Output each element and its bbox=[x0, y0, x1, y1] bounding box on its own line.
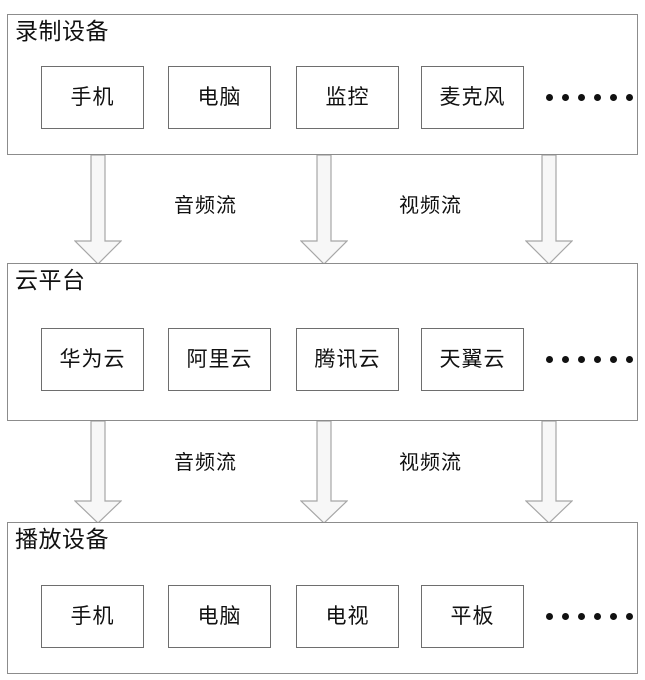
ellipsis-playback bbox=[546, 613, 633, 620]
flow-label-audio-stream-bottom: 音频流 bbox=[174, 452, 237, 474]
device-box-playback-2[interactable]: 电脑 bbox=[168, 585, 271, 648]
cloud-box-3[interactable]: 腾讯云 bbox=[296, 328, 399, 391]
ellipsis-dot bbox=[546, 94, 553, 101]
device-box-recording-4[interactable]: 麦克风 bbox=[421, 66, 524, 129]
ellipsis-dot bbox=[610, 94, 617, 101]
down-arrow-icon bbox=[74, 421, 122, 524]
ellipsis-dot bbox=[578, 94, 585, 101]
ellipsis-dot bbox=[610, 613, 617, 620]
layer-title-playback-devices: 播放设备 bbox=[15, 527, 109, 552]
ellipsis-dot bbox=[594, 356, 601, 363]
ellipsis-dot bbox=[562, 613, 569, 620]
ellipsis-dot bbox=[594, 613, 601, 620]
ellipsis-dot bbox=[546, 613, 553, 620]
ellipsis-dot bbox=[610, 356, 617, 363]
down-arrow-icon bbox=[300, 155, 348, 265]
layer-playback-devices: 播放设备 手机 电脑 电视 平板 bbox=[7, 522, 638, 674]
ellipsis-dot bbox=[578, 613, 585, 620]
ellipsis-dot bbox=[562, 94, 569, 101]
layer-recording-devices: 录制设备 手机 电脑 监控 麦克风 bbox=[7, 14, 638, 155]
cloud-box-1[interactable]: 华为云 bbox=[41, 328, 144, 391]
layer-title-recording-devices: 录制设备 bbox=[15, 19, 109, 44]
flow-label-video-stream-bottom: 视频流 bbox=[399, 452, 462, 474]
down-arrow-icon bbox=[74, 155, 122, 265]
cloud-box-2[interactable]: 阿里云 bbox=[168, 328, 271, 391]
ellipsis-recording bbox=[546, 94, 633, 101]
layer-title-cloud-platform: 云平台 bbox=[15, 268, 86, 293]
down-arrow-icon bbox=[300, 421, 348, 524]
flow-label-audio-stream-top: 音频流 bbox=[174, 195, 237, 217]
ellipsis-cloud bbox=[546, 356, 633, 363]
flow-label-video-stream-top: 视频流 bbox=[399, 195, 462, 217]
device-box-playback-3[interactable]: 电视 bbox=[296, 585, 399, 648]
cloud-box-4[interactable]: 天翼云 bbox=[421, 328, 524, 391]
ellipsis-dot bbox=[626, 94, 633, 101]
ellipsis-dot bbox=[578, 356, 585, 363]
device-box-recording-2[interactable]: 电脑 bbox=[168, 66, 271, 129]
ellipsis-dot bbox=[594, 94, 601, 101]
ellipsis-dot bbox=[546, 356, 553, 363]
device-box-recording-3[interactable]: 监控 bbox=[296, 66, 399, 129]
ellipsis-dot bbox=[626, 356, 633, 363]
down-arrow-icon bbox=[525, 155, 573, 265]
device-box-playback-4[interactable]: 平板 bbox=[421, 585, 524, 648]
device-list-recording: 手机 电脑 监控 麦克风 bbox=[8, 15, 637, 154]
ellipsis-dot bbox=[626, 613, 633, 620]
device-list-cloud: 华为云 阿里云 腾讯云 天翼云 bbox=[8, 264, 637, 420]
device-list-playback: 手机 电脑 电视 平板 bbox=[8, 523, 637, 673]
device-box-recording-1[interactable]: 手机 bbox=[41, 66, 144, 129]
device-box-playback-1[interactable]: 手机 bbox=[41, 585, 144, 648]
ellipsis-dot bbox=[562, 356, 569, 363]
layer-cloud-platform: 云平台 华为云 阿里云 腾讯云 天翼云 bbox=[7, 263, 638, 421]
down-arrow-icon bbox=[525, 421, 573, 524]
